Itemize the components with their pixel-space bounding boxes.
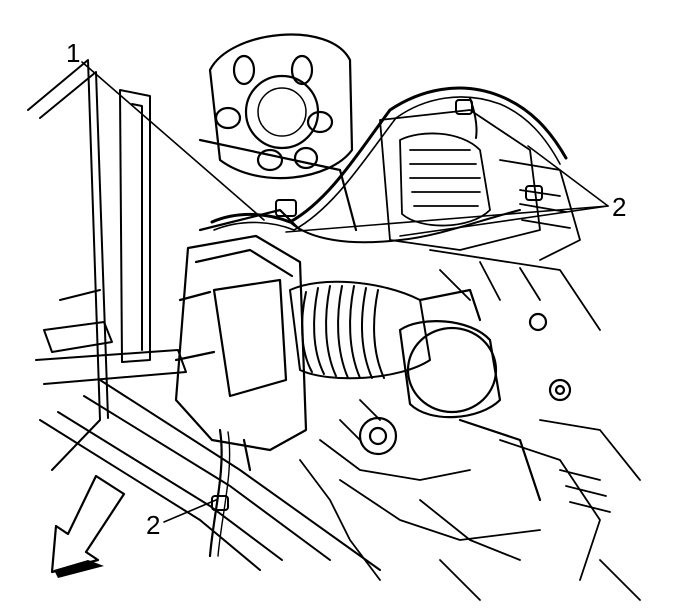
leader-line-2b <box>399 205 609 237</box>
front-direction-arrow-icon <box>50 474 126 578</box>
leader-lines <box>81 61 609 523</box>
harness-clips <box>211 99 543 511</box>
engine-accessories <box>299 109 641 601</box>
leader-line-2d <box>163 499 217 523</box>
air-cleaner-housing <box>174 208 308 472</box>
leader-line-1 <box>81 61 265 221</box>
callout-2-lower: 2 <box>146 510 160 540</box>
intake-duct-bellows <box>289 280 431 380</box>
leader-line-2a <box>285 205 609 233</box>
throttle-body <box>358 288 572 502</box>
body-frame-rails <box>27 59 381 571</box>
leader-line-2c <box>527 145 609 207</box>
strut-tower <box>198 33 358 232</box>
callout-1: 1 <box>66 38 80 68</box>
wiring-harness <box>208 86 568 558</box>
callout-2-upper: 2 <box>612 192 626 222</box>
